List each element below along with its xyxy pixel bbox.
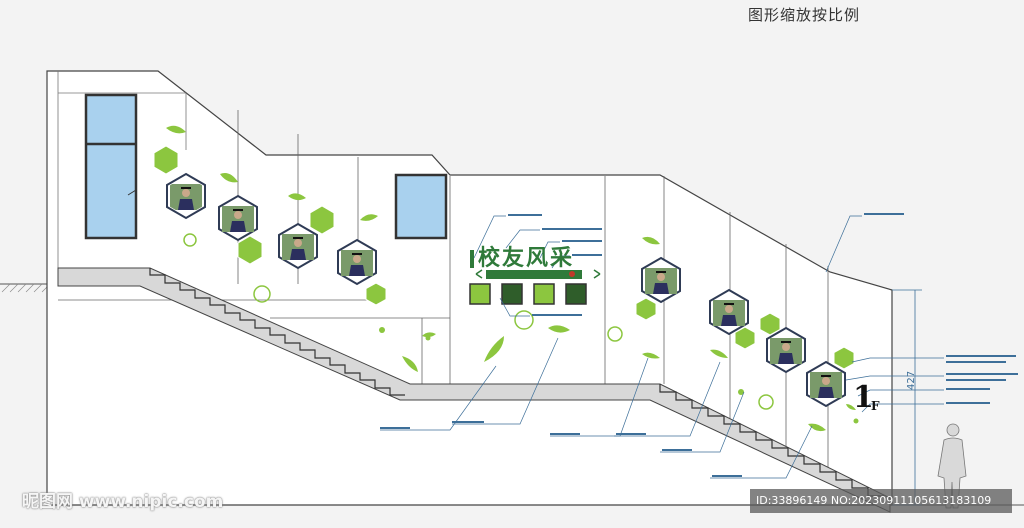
photo-strip: [469, 283, 587, 305]
alumni-photo: [766, 326, 806, 374]
callout-lines: [380, 215, 944, 479]
height-dimension-label: 427: [906, 370, 917, 390]
floor-marker-leaf: [846, 404, 856, 410]
alumni-photo: [709, 288, 749, 336]
decor-dots: [379, 327, 859, 424]
alumni-photos: [166, 172, 846, 408]
decor-rings: [183, 233, 774, 410]
alumni-photo: [337, 238, 377, 286]
floor-marker-suffix: F: [871, 399, 880, 413]
decor-leaves: [166, 125, 826, 432]
decor-hexagons: [153, 145, 855, 370]
window-right: [394, 173, 448, 240]
callout-text-blocks: [380, 213, 1018, 477]
wall-title: 校友风采: [478, 245, 575, 271]
alumni-photo: [218, 194, 258, 242]
alumni-photo: [278, 222, 318, 270]
scale-note: 图形缩放按比例: [748, 6, 861, 24]
window-left: [84, 93, 138, 240]
alumni-photo: [166, 172, 206, 220]
ground-hatch: [1, 283, 51, 293]
watermark-site: 昵图网 www.nipic.com: [22, 492, 224, 512]
floor-marker: 1: [853, 380, 874, 415]
alumni-photo: [806, 360, 846, 408]
title-plaque: [470, 250, 601, 279]
watermark-id: ID:33896149 NO:20230911105613183109: [750, 489, 1012, 513]
alumni-photo: [641, 256, 681, 304]
height-dimension: [892, 289, 922, 506]
